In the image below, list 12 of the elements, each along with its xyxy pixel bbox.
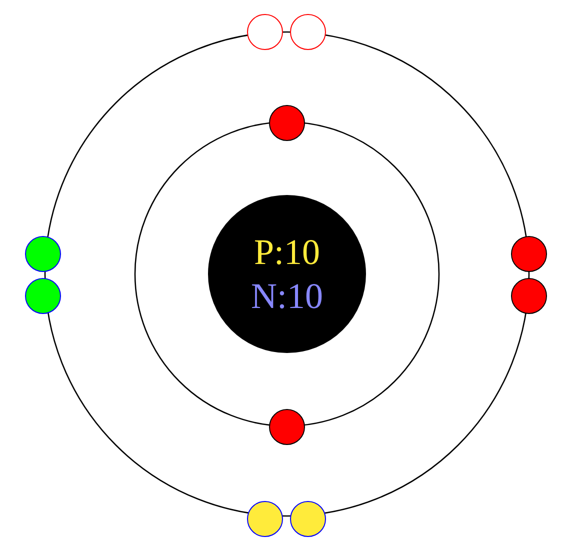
electron <box>511 236 547 272</box>
electron <box>511 278 547 314</box>
electron <box>290 14 326 50</box>
nucleus-label: P:10 <box>254 231 320 274</box>
electron <box>247 14 283 50</box>
electron <box>247 501 283 537</box>
electron <box>25 236 61 272</box>
electron <box>269 409 305 445</box>
electron <box>269 105 305 141</box>
nucleus-label: N:10 <box>251 275 323 318</box>
electron <box>25 278 61 314</box>
electron <box>290 501 326 537</box>
